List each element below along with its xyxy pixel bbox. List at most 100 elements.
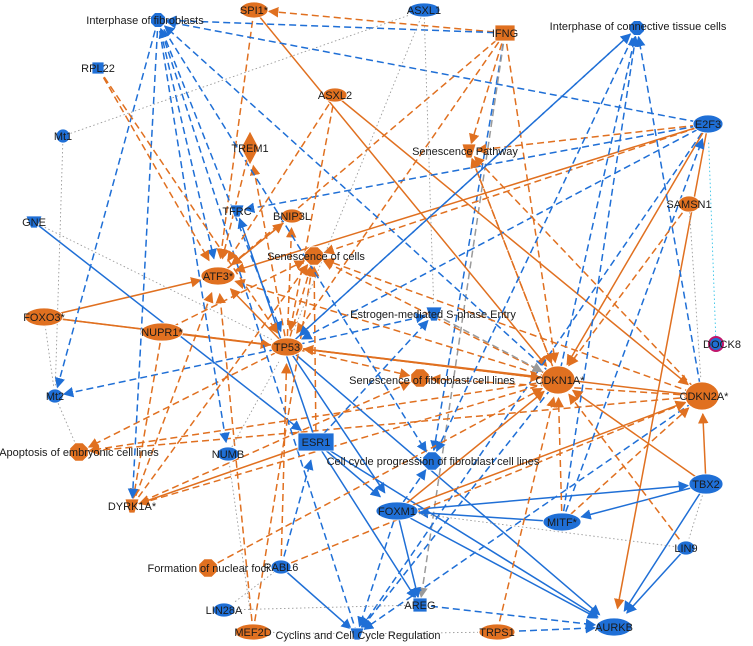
- node-label-lin9: LIN9: [674, 543, 697, 555]
- edge-e2f3-to-interphase_fibroblasts: [165, 18, 709, 125]
- node-shape-atf3: [200, 266, 236, 286]
- node-interphase_fibroblasts[interactable]: Interphase of fibroblasts: [86, 12, 204, 28]
- node-formation_nf[interactable]: Formation of nuclear foci: [147, 558, 269, 578]
- node-label-estrogen_s: Estrogen-mediated S-phase Entry: [350, 309, 516, 321]
- node-label-esr1: ESR1: [302, 437, 331, 449]
- node-estrogen_s[interactable]: Estrogen-mediated S-phase Entry: [350, 306, 516, 322]
- edge-lin28a-to-areg: [223, 604, 413, 611]
- node-dock8[interactable]: DOCK8: [703, 336, 741, 352]
- edge-lin9-to-foxm1: [418, 513, 687, 549]
- node-tfrc[interactable]: TFRC: [222, 204, 252, 218]
- edge-foxm1-to-cyclins: [357, 510, 398, 628]
- edge-mitf-to-interphase_ct: [561, 35, 640, 523]
- edge-samsn1-to-cdkn2a: [688, 203, 702, 379]
- node-shape-numb: [216, 446, 240, 462]
- node-interphase_ct[interactable]: Interphase of connective tissue cells: [550, 20, 727, 36]
- edge-spi1-to-cdkn1a: [253, 9, 548, 367]
- edge-interphase_ct-to-tp53: [298, 27, 638, 337]
- node-shape-rpl22: [91, 61, 105, 75]
- node-asxl2[interactable]: ASXL2: [318, 87, 352, 103]
- edge-interphase_fibroblasts-to-cell_cycle_fib: [157, 19, 427, 453]
- node-shape-gne: [25, 215, 43, 229]
- node-senescence_pathway[interactable]: Senescence Pathway: [412, 143, 518, 159]
- node-gne[interactable]: GNE: [22, 215, 46, 229]
- edge-esr1-to-dyrk1a: [138, 441, 317, 506]
- edge-nupr1-to-dyrk1a: [129, 331, 163, 500]
- edge-lin9-to-cdkn1a: [568, 393, 687, 549]
- node-samsn1[interactable]: SAMSN1: [666, 195, 712, 213]
- node-areg[interactable]: AREG: [404, 597, 436, 613]
- node-mt1[interactable]: Mt1: [54, 128, 72, 144]
- edge-e2f3-to-senescence_pathway: [475, 123, 709, 155]
- edge-ifng-to-cdkn1a: [504, 32, 560, 364]
- node-bnip3l[interactable]: BNIP3L: [273, 208, 311, 224]
- node-label-apoptosis: Apoptosis of embryonic cell lines: [0, 447, 159, 459]
- node-cell_cycle_fib[interactable]: Cell cycle progression of fibroblast cel…: [327, 451, 540, 471]
- node-apoptosis[interactable]: Apoptosis of embryonic cell lines: [0, 442, 159, 462]
- node-dyrk1a[interactable]: DYRK1A*: [108, 498, 157, 514]
- edge-formation_nf-to-cdkn1a: [207, 387, 544, 569]
- edge-nupr1-to-senescence_cells: [161, 260, 306, 333]
- edge-tp53-to-foxm1: [286, 346, 386, 494]
- node-shape-aurkb: [595, 617, 633, 637]
- edge-cdkn1a-to-interphase_fibroblasts: [163, 25, 559, 381]
- edge-senescence_pathway-to-cdkn1a: [468, 150, 553, 365]
- node-asxl1[interactable]: ASXL1: [407, 2, 441, 18]
- edge-foxm1-to-tbx2: [396, 481, 690, 512]
- node-esr1[interactable]: ESR1: [297, 432, 335, 452]
- node-shape-foxm1: [375, 501, 419, 521]
- node-tbx2[interactable]: TBX2: [688, 473, 724, 495]
- node-mt2[interactable]: Mt2: [46, 388, 64, 404]
- edge-interphase_fibroblasts-to-dyrk1a: [127, 19, 159, 500]
- edge-cyclins-to-interphase_fibroblasts: [158, 27, 358, 635]
- edge-ifng-to-tp53: [296, 32, 506, 334]
- node-mef2d[interactable]: MEF2D: [234, 623, 272, 641]
- node-foxm1[interactable]: FOXM1: [375, 501, 419, 521]
- node-aurkb[interactable]: AURKB: [595, 617, 633, 637]
- node-label-mt1: Mt1: [54, 131, 72, 143]
- node-tp53[interactable]: TP53: [270, 337, 304, 357]
- node-shape-cyclins: [349, 627, 365, 641]
- edge-tbx2-to-cdkn1a: [571, 389, 707, 485]
- node-senescence_cells[interactable]: Senescence of cells: [267, 246, 365, 266]
- edge-tp53-to-senescence_cells: [286, 265, 314, 348]
- node-senescence_fib[interactable]: Senescence of fibroblast cell lines: [349, 368, 515, 388]
- edge-samsn1-to-cdkn1a: [568, 203, 690, 367]
- node-shape-senescence_cells: [304, 246, 324, 266]
- edge-tbx2-to-mitf: [580, 483, 707, 520]
- node-label-atf3: ATF3*: [203, 271, 234, 283]
- node-trps1[interactable]: TRPS1: [478, 623, 516, 641]
- node-cdkn1a[interactable]: CDKN1A*: [536, 365, 586, 395]
- edge-cdkn2a-to-interphase_ct: [635, 35, 703, 397]
- node-ifng[interactable]: IFNG: [492, 24, 518, 42]
- node-e2f3[interactable]: E2F3: [692, 114, 724, 134]
- node-trem1[interactable]: TREM1: [231, 130, 269, 166]
- node-cdkn2a[interactable]: CDKN2A*: [680, 381, 730, 411]
- node-rabl6[interactable]: RABL6: [264, 559, 299, 575]
- node-spi1[interactable]: SPI1*: [239, 1, 269, 19]
- node-label-numb: NUMB: [212, 449, 244, 461]
- edge-tp53-to-apoptosis: [87, 346, 288, 448]
- edge-foxm1-to-areg: [396, 510, 421, 599]
- node-shape-apoptosis: [69, 442, 89, 462]
- node-foxo3[interactable]: FOXO3*: [23, 307, 65, 327]
- node-shape-dyrk1a: [124, 498, 140, 514]
- edge-ifng-to-senescence_pathway: [469, 32, 506, 145]
- node-nupr1[interactable]: NUPR1*: [140, 322, 184, 342]
- edge-cdkn1a-to-cyclins: [361, 379, 559, 629]
- edge-cdkn1a-to-dyrk1a: [138, 379, 559, 507]
- node-lin9[interactable]: LIN9: [674, 540, 698, 556]
- edge-dyrk1a-to-atf3: [131, 291, 214, 507]
- node-rpl22[interactable]: RPL22: [81, 61, 115, 75]
- node-shape-nupr1: [140, 322, 184, 342]
- edge-asxl2-to-atf3: [227, 94, 336, 262]
- node-cyclins[interactable]: Cyclins and Cell Cycle Regulation: [275, 627, 441, 642]
- node-atf3[interactable]: ATF3*: [200, 266, 236, 286]
- node-label-e2f3: E2F3: [695, 119, 721, 131]
- node-mitf[interactable]: MITF*: [542, 512, 582, 532]
- node-numb[interactable]: NUMB: [212, 446, 244, 462]
- node-lin28a[interactable]: LIN28A: [206, 602, 243, 618]
- node-shape-bnip3l: [280, 208, 304, 224]
- edge-dock8-to-e2f3: [708, 139, 717, 345]
